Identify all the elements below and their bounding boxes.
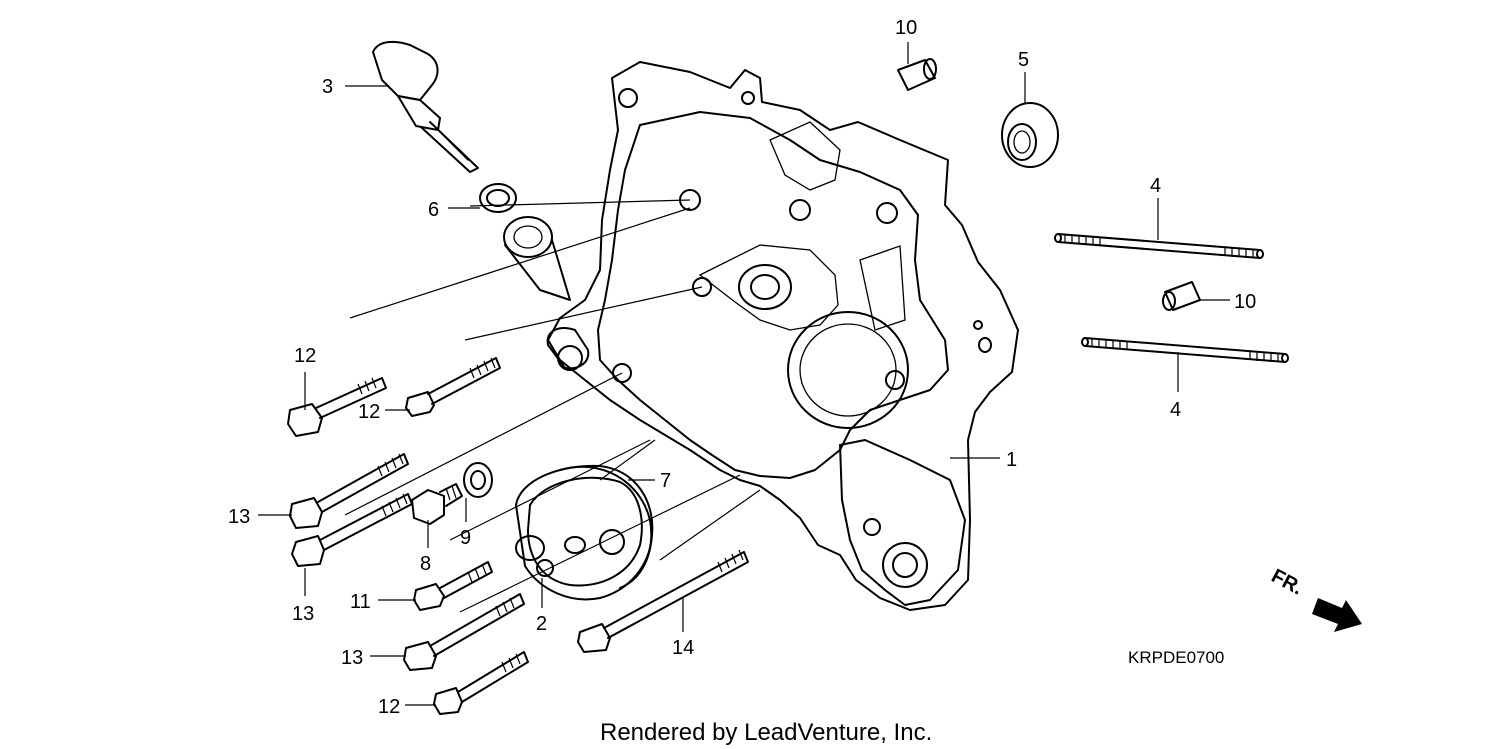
callout-1: 1 (1006, 449, 1017, 471)
dipstick (372, 40, 479, 173)
bolt-12b (405, 357, 501, 417)
bolt-13a (289, 453, 409, 529)
dowel-pin-10a (897, 58, 937, 91)
drain-bolt-8 (411, 483, 463, 525)
callout-12-middle: 12 (358, 401, 380, 423)
callout-5: 5 (1018, 49, 1029, 71)
callout-14: 14 (672, 637, 694, 659)
callout-12-upper-left: 12 (294, 345, 316, 367)
credit-text: Rendered by LeadVenture, Inc. (600, 719, 932, 746)
callout-4-lower: 4 (1170, 399, 1181, 421)
filler-neck (503, 216, 571, 301)
front-direction-marker: FR. (1268, 565, 1362, 632)
crankcase-cover (546, 61, 1019, 611)
callout-13-upper: 13 (228, 506, 250, 528)
callout-6: 6 (428, 199, 439, 221)
bolt-13c (403, 593, 525, 671)
dowel-pin-10b (1162, 281, 1201, 311)
callout-10-right: 10 (1234, 291, 1256, 313)
callout-11: 11 (350, 591, 371, 613)
front-direction-label: FR. (1268, 565, 1307, 600)
callout-9: 9 (460, 527, 471, 549)
oil-seal-5 (1001, 102, 1059, 168)
callout-10-upper: 10 (895, 17, 917, 39)
callout-7: 7 (660, 470, 671, 492)
callout-4-upper: 4 (1150, 175, 1161, 197)
bolt-12a (287, 377, 387, 437)
bolt-14 (577, 549, 749, 653)
washer-9 (463, 462, 493, 498)
callout-8: 8 (420, 553, 431, 575)
guide-lines (344, 199, 761, 613)
diagram-code: KRPDE0700 (1128, 648, 1224, 667)
callout-12-bottom: 12 (378, 696, 400, 718)
callout-13-lower: 13 (341, 647, 363, 669)
washer-6 (479, 183, 517, 213)
bolt-12c (433, 651, 529, 715)
bolt-13b (291, 493, 413, 567)
callout-3: 3 (322, 76, 333, 98)
pump-cover (515, 464, 654, 601)
stud-bolt-4b (1081, 337, 1289, 363)
callout-13-middle: 13 (292, 603, 314, 625)
callout-2: 2 (536, 613, 547, 635)
stud-bolt-4a (1054, 233, 1264, 259)
callout-leaders (258, 42, 1230, 706)
arrow-right-icon (1312, 598, 1362, 632)
